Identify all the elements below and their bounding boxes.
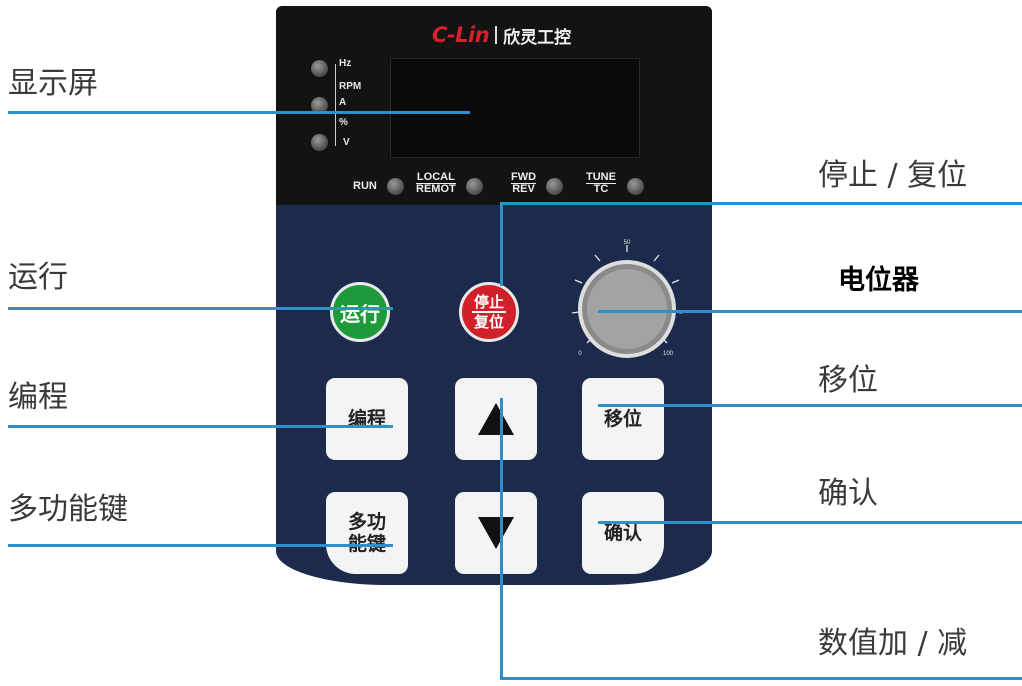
status-tune-label: TUNE TC — [586, 172, 616, 195]
callout-stop-reset: 停止 / 复位 — [818, 158, 968, 193]
status-tune-top: TUNE — [586, 171, 616, 184]
status-led-run — [387, 178, 404, 195]
leader-multi — [8, 544, 393, 547]
leader-display — [8, 111, 470, 114]
program-key[interactable]: 编程 — [326, 378, 408, 460]
unit-bracket — [335, 64, 336, 146]
callout-multi: 多功能键 — [8, 492, 128, 527]
unit-a: A — [339, 97, 347, 108]
status-fwd-top: FWD — [511, 171, 537, 184]
multi-key-label-top: 多功 — [347, 511, 386, 533]
unit-led-hz — [311, 60, 328, 77]
status-local-top: LOCAL — [416, 171, 456, 184]
brand-logo: C-Lin — [432, 23, 490, 47]
unit-led-a — [311, 97, 328, 114]
callout-inc-dec: 数值加 / 减 — [818, 626, 968, 661]
unit-rpm: RPM — [339, 81, 362, 92]
leader-shift — [598, 404, 1022, 407]
potentiometer-dial[interactable]: 50 0 100 — [560, 235, 695, 370]
callout-potentiometer: 电位器 — [838, 265, 919, 296]
program-key-label: 编程 — [347, 408, 386, 430]
brand-divider — [495, 26, 498, 44]
up-key[interactable] — [455, 378, 537, 460]
multi-function-key[interactable]: 多功 能键 — [326, 492, 408, 574]
dial-label-mid: 50 — [624, 240, 631, 246]
brand: C-Lin 欣灵工控 — [432, 22, 571, 48]
unit-hz: Hz — [339, 58, 352, 69]
leader-potentiometer — [598, 310, 1022, 313]
confirm-key[interactable]: 确认 — [582, 492, 664, 574]
status-led-fwd — [546, 178, 563, 195]
callout-confirm: 确认 — [818, 476, 878, 511]
shift-key-label: 移位 — [603, 408, 642, 430]
callout-display: 显示屏 — [8, 66, 98, 101]
status-led-local — [466, 178, 483, 195]
confirm-key-label: 确认 — [603, 522, 642, 544]
leader-inc-dec-v — [500, 398, 503, 680]
unit-led-v — [311, 134, 328, 151]
unit-pct: % — [339, 117, 348, 128]
callout-program: 编程 — [8, 380, 68, 415]
status-local-bottom: REMOT — [416, 183, 456, 195]
arrow-down-icon — [478, 517, 514, 549]
status-local-label: LOCAL REMOT — [416, 172, 456, 195]
arrow-up-icon — [478, 403, 514, 435]
run-button-label: 运行 — [340, 301, 380, 326]
leader-program — [8, 425, 393, 428]
reset-button-label: 复位 — [473, 313, 504, 331]
status-tune-bottom: TC — [593, 183, 609, 195]
stop-button-label: 停止 — [471, 293, 506, 313]
callout-shift: 移位 — [818, 363, 878, 398]
run-button[interactable]: 运行 — [330, 282, 390, 342]
leader-stop-reset-v — [500, 202, 503, 286]
leader-inc-dec-h — [500, 677, 1022, 680]
dial-label-max: 100 — [663, 351, 674, 357]
leader-stop-reset-h — [500, 202, 1022, 205]
leader-confirm — [598, 521, 1022, 524]
status-led-tune — [627, 178, 644, 195]
status-fwd-bottom: REV — [512, 183, 535, 195]
display-screen — [390, 58, 640, 158]
leader-run — [8, 307, 393, 310]
unit-v: V — [343, 137, 350, 148]
dial-label-min: 0 — [578, 351, 582, 357]
shift-key[interactable]: 移位 — [582, 378, 664, 460]
status-run-label: RUN — [353, 180, 377, 192]
status-fwd-label: FWD REV — [511, 171, 537, 195]
callout-run: 运行 — [8, 260, 68, 295]
down-key[interactable] — [455, 492, 537, 574]
stop-reset-button[interactable]: 停止 复位 — [459, 282, 519, 342]
brand-name: 欣灵工控 — [503, 27, 572, 48]
